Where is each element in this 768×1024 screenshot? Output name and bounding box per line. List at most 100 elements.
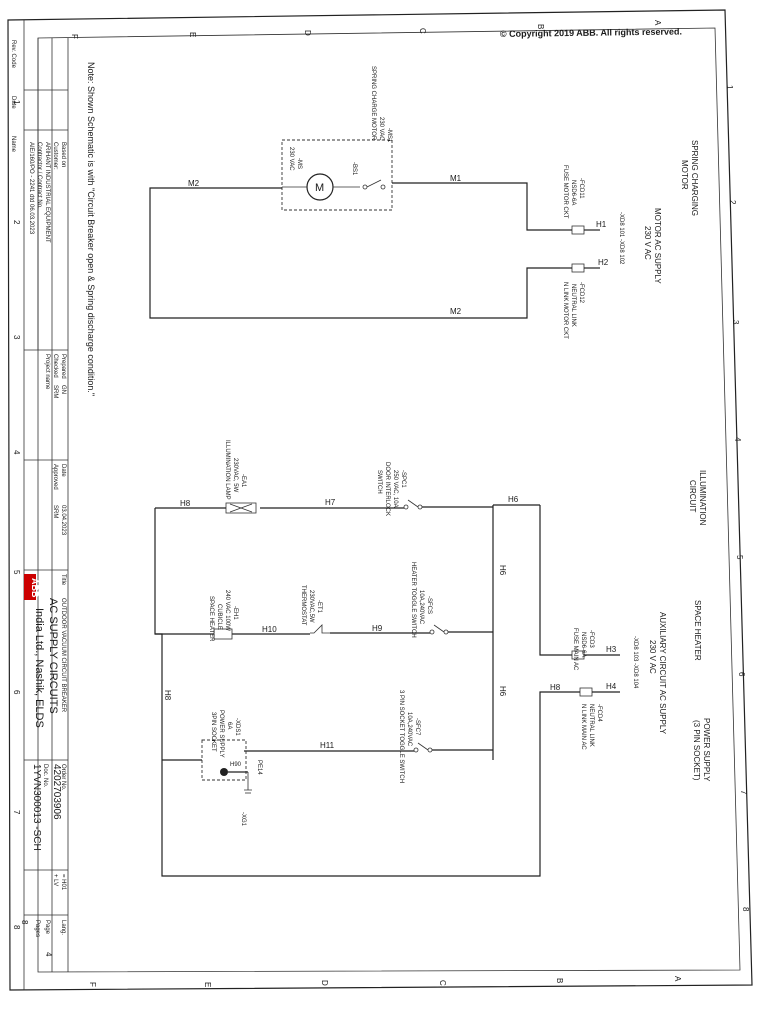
xds1-desc: POWER SUPPLY [218,710,224,758]
spc1-tag: -SPC1 [400,470,406,488]
prepared-by: GN [60,385,66,394]
heading-motor-ac-supply: MOTOR AC SUPPLY [653,208,662,284]
approved-by: SRM [52,505,58,518]
et1-desc: THERMOSTAT [300,585,306,626]
col-marker-5-right: 5 [735,555,744,560]
sfcs-tag: -SFCS [426,596,432,614]
xds1-earth-pin [220,768,228,776]
rev-name-label: Name [10,136,16,153]
heading-motor-230v: 230 V AC [643,226,652,260]
spc1-rating: 250 VAC, 10A [392,470,398,508]
motor-box-tag: -MS1 [386,128,392,143]
frame-row-markers-top: F E D C B A [70,20,662,39]
wire-label-h9: H9 [372,624,383,633]
col-marker-6-right: 6 [737,672,746,677]
fcd12-link [571,263,585,273]
fcd12-type: NEUTRAL LINK [570,284,576,327]
rev-code-label: Rev. Code [10,40,16,69]
col-marker-7-left: 7 [12,810,21,815]
sfcs-contact-a [443,629,449,635]
sfc7-desc: 3 PIN SOCKET TOGGLE SWITCH [398,690,404,783]
col-marker-5-left: 5 [12,570,21,575]
row-marker-e-top: E [188,32,197,37]
project-name-label: Project name [44,354,50,390]
row-marker-f-top: F [70,34,79,39]
section-headings: SPRING CHARGING MOTOR MOTOR AC SUPPLY 23… [643,140,711,782]
wire-label-h8-mid: H8 [163,690,172,701]
col-marker-2-left: 2 [12,220,21,225]
heading-3-pin-socket: (3 PIN SOCKET) [692,720,701,781]
sfcs-rating: 10A,240VAC [418,590,424,625]
bs1-label: -BS1 [351,162,357,176]
company-name: India Ltd., Nashik, ELDS [33,608,45,728]
row-marker-e-bottom: E [203,982,212,987]
fcd3-desc: FUSE MAIN AC [572,628,578,671]
approval-date-label: Date [60,464,66,477]
eh1-rating: 240 VAC 100W [224,590,230,631]
sfc7-rating: 10A,240VAC [406,712,412,747]
fcd3-tag: -FCD3 [588,630,594,648]
title-line1: OUTDOOR VACUUM CIRCUIT BREAKER [60,598,66,713]
wire-label-h3: H3 [606,645,617,654]
wire-label-m2-bottom: M2 [450,307,462,316]
designation: = H01 [60,874,66,891]
col-marker-1-right: 1 [725,85,734,90]
fcd4-tag: -FCD4 [596,704,602,722]
row-marker-f-bottom: F [88,982,97,987]
fcd4-type: NEUTRAL LINK [588,704,594,747]
eh1-desc2: SPACE HEATER [208,596,214,642]
spc1-contact-a [417,504,423,510]
wire-label-h7: H7 [325,498,336,507]
bs1-contact-b [380,184,386,190]
col-marker-8-left: 8 [12,925,21,930]
fcd11-tag: -FCD11 [578,178,584,199]
pe-ground [244,772,252,791]
fcd4-desc: N LINK MAIN AC [580,704,586,750]
pages-count: 4 [44,952,53,957]
wire-label-h6-top: H6 [508,495,519,504]
motor-enclosure [281,139,393,211]
wire-label-m1: M1 [450,174,462,183]
doc-number: 1YVN300013 -SCH [31,764,42,851]
rev-date-label: Date [10,96,16,109]
fcd12-desc: N LINK MOTOR CKT [562,282,568,339]
bs1-contact-a [362,184,368,190]
aux-circuits: H6 H6 H6 H7 H8 -SPC1 250 VAC, 10A DOOR I… [154,440,638,877]
motor-box-voltage: 230 VAC [378,117,384,141]
ea1-tag: -EA1 [240,474,246,488]
row-marker-b-bottom: B [555,978,564,983]
heading-space-heater: SPACE HEATER [693,600,702,661]
ms-tag: -MS [296,158,302,169]
heading-power-supply: POWER SUPPLY [702,718,711,782]
wire-label-h6-low: H6 [498,686,507,697]
col-marker-3-right: 3 [731,320,740,325]
xg1-label: -XG1 [240,812,246,827]
row-marker-c-top: C [418,28,427,34]
wire-m1 [392,182,560,231]
fcd11-desc: FUSE MOTOR CKT [562,165,568,219]
wire-h6-feed [539,505,560,656]
col-marker-4-left: 4 [12,450,21,455]
wire-label-h2: H2 [598,258,609,267]
order-label: Order No. [60,764,66,791]
xdb-motor-terminals: -XD8 101 -XD8 102 [618,212,624,265]
col-marker-1-left: 1 [12,100,21,105]
contractor-label: Contractor / Contract No. [36,142,42,209]
ms-voltage: 230 VAC [288,147,294,171]
customer-label: Customer: [52,142,58,170]
spc1-contact-b [403,504,409,510]
wire-label-m2-top: M2 [188,179,200,188]
col-marker-7-right: 7 [739,790,748,795]
ea1-rating: 230VAC, 5W [232,458,238,493]
heading-aux-supply: AUXILIARY CIRCUIT AC SUPPLY [658,612,667,735]
xds1-tag: -XDS1 [234,718,240,736]
title-block: Rev. Code Date Name Based on Customer: A… [10,38,69,972]
wire-label-h90: H90 [230,762,242,768]
contract-no-value: AIE/160/PO - 2241 dtd 06.03.2023 [28,142,34,235]
sfc7-contact-a [427,747,433,753]
eh1-desc: CUBICLE [216,604,222,630]
col-marker-8-right: 8 [741,907,750,912]
abb-logo [24,574,36,600]
copyright-text: © Copyright 2019 ABB. All rights reserve… [500,26,682,39]
